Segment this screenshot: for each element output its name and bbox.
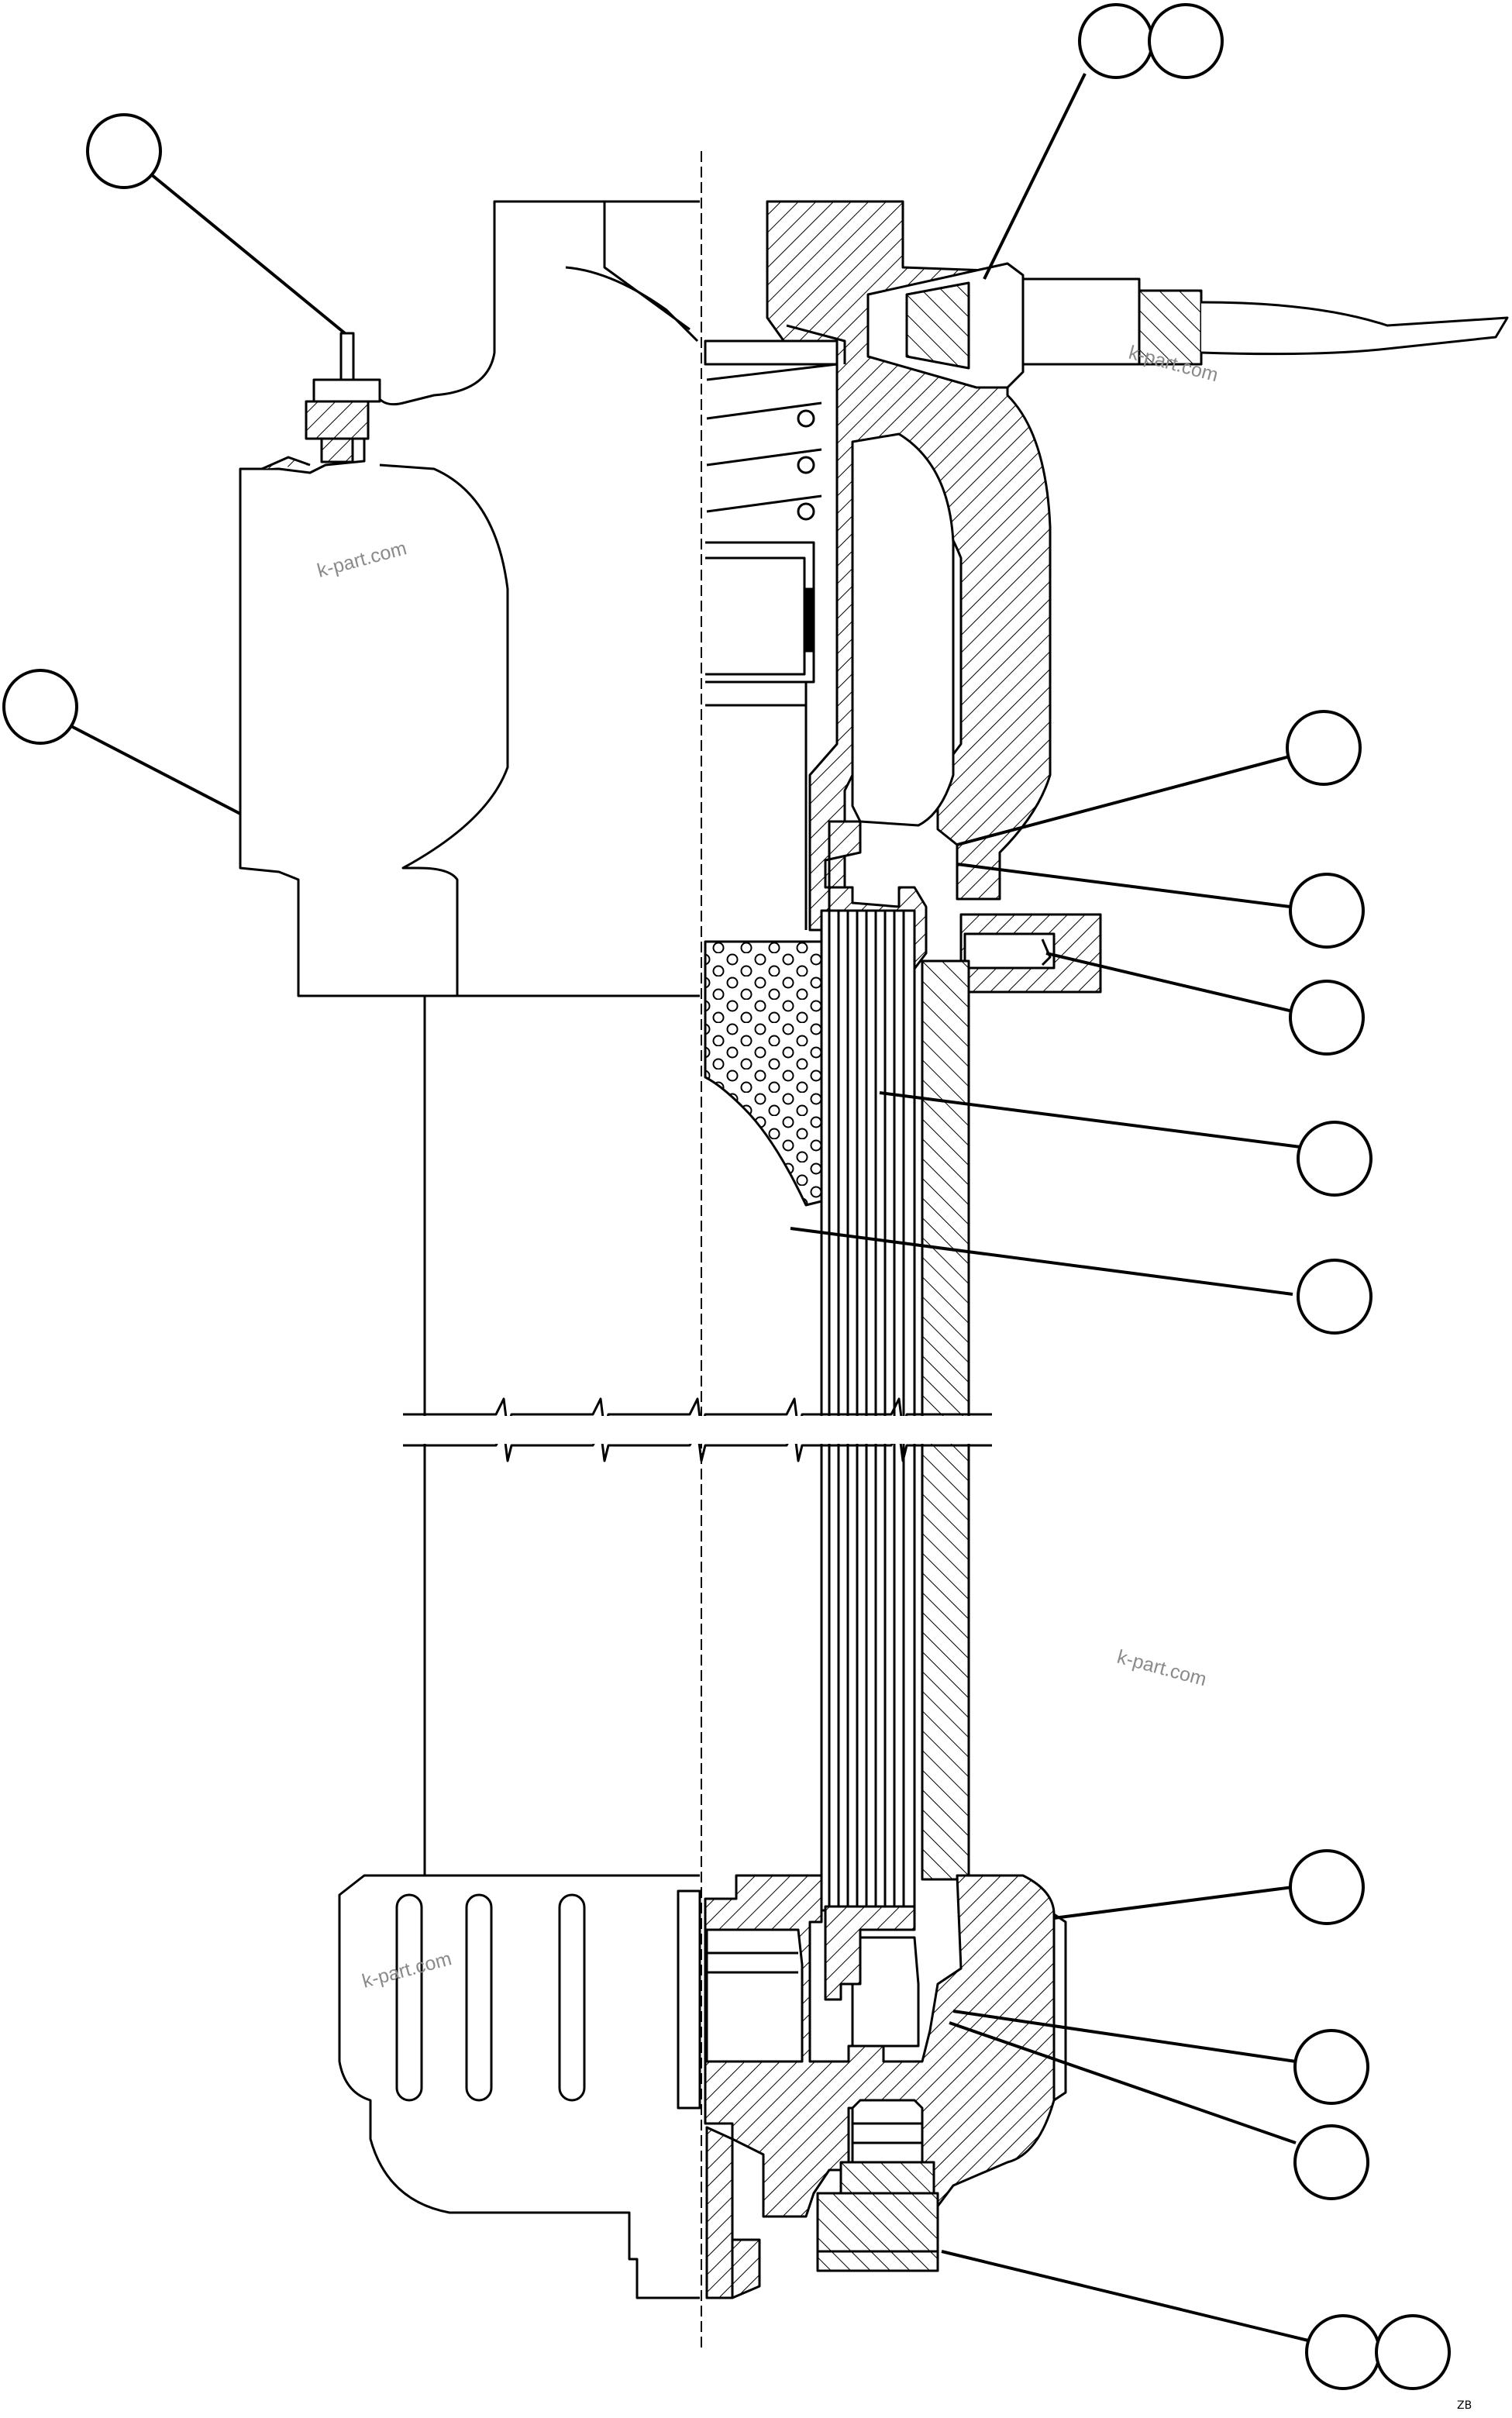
callout-bubble-9 [1297,1259,1373,1335]
callout-bubble-6 [1289,873,1365,949]
callout-bubble-3 [86,113,162,189]
section-half [403,200,1509,2299]
callout-bubble-2 [1148,3,1224,79]
figure-code: ZB [1457,2399,1472,2412]
callout-bubble-7 [1289,980,1365,1056]
drain-plug [816,2099,939,2272]
watermark: k-part.com [1114,1646,1208,1691]
callout-bubble-1 [1078,3,1154,79]
watermark: k-part.com [360,1948,453,1993]
head-casting [239,200,700,997]
pleated-element [820,909,916,1912]
exterior-half [239,200,701,2299]
watermark: k-part.com [315,537,408,582]
callout-bubble-14 [1375,2314,1451,2390]
vent-plug [261,332,381,470]
drain-port [959,913,1102,994]
bypass-spring [706,363,838,521]
bottom-cap-casting [338,1874,700,2299]
break-line [403,1397,992,1462]
callout-bubble-12 [1293,2124,1369,2200]
callout-bubble-4 [2,669,78,745]
callout-bubble-5 [1286,710,1362,786]
filter-media-dots [704,940,823,1207]
callout-bubble-10 [1289,1849,1365,1925]
filter-housing-drawing [2,3,1509,2390]
callout-bubble-13 [1305,2314,1381,2390]
pressure-switch [866,262,1509,389]
callout-leaders [67,73,1309,2342]
cap-ribs [395,1893,586,2102]
callout-bubble-8 [1297,1121,1373,1197]
callout-bubbles [2,3,1451,2390]
callout-bubble-11 [1293,2029,1369,2105]
watermarks: k-part.com k-part.com k-part.com k-part.… [315,342,1220,1993]
